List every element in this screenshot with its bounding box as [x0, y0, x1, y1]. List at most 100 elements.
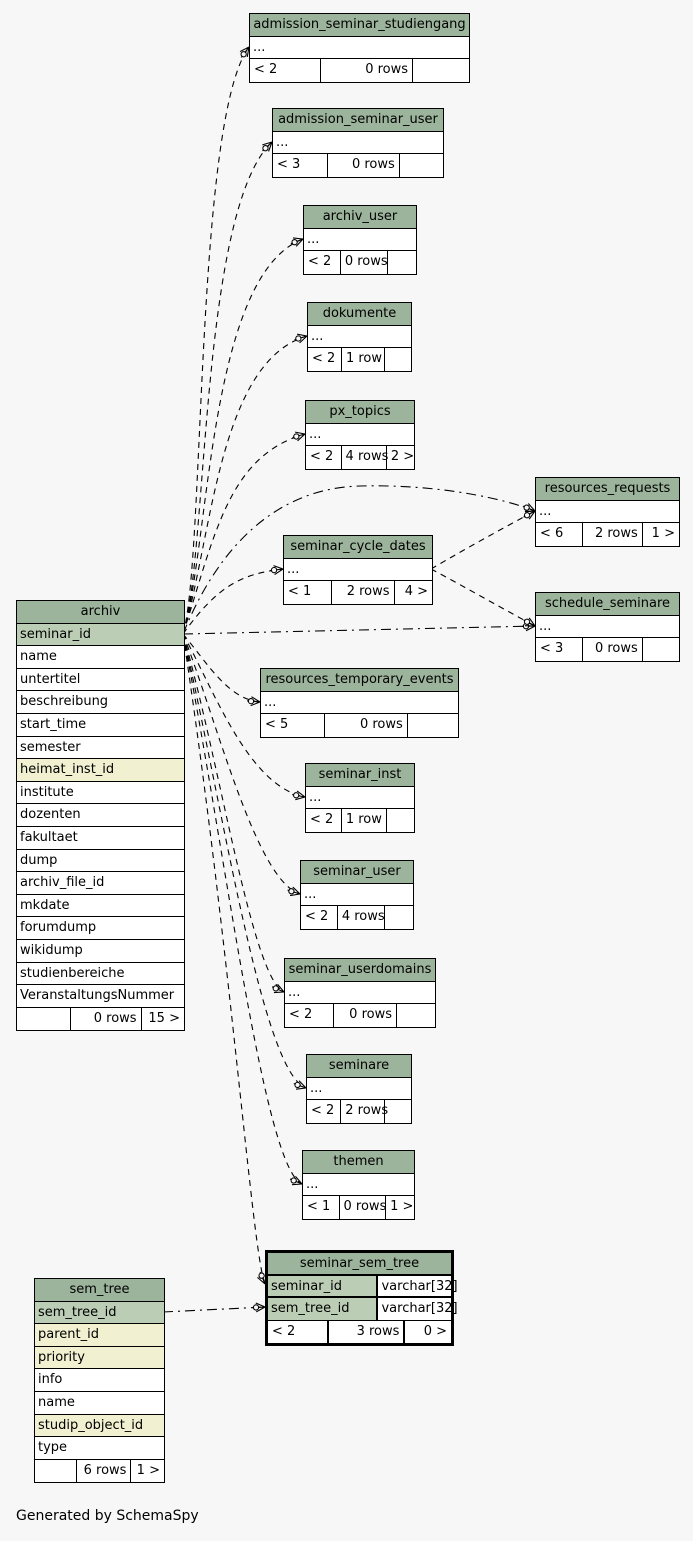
- column-name: ...: [307, 231, 320, 247]
- column-name: start_time: [20, 716, 87, 732]
- column-row: beschreibung: [17, 691, 184, 714]
- relationship-edge: [182, 633, 267, 1285]
- generator-caption: Generated by SchemaSpy: [16, 1508, 199, 1524]
- table-title[interactable]: seminare: [307, 1055, 411, 1078]
- table-title[interactable]: resources_requests: [536, 478, 679, 501]
- rows-count: 0 rows: [339, 251, 388, 274]
- column-row: ...: [273, 132, 443, 155]
- relationship-edge: [182, 141, 273, 635]
- column-name: studip_object_id: [35, 1414, 164, 1437]
- children-degree: [641, 638, 679, 661]
- table-title[interactable]: px_topics: [306, 401, 414, 424]
- table-title[interactable]: seminar_userdomains: [285, 959, 435, 982]
- parents-degree: < 3: [540, 641, 564, 657]
- parents-degree: < 2: [310, 449, 334, 465]
- column-row: institute: [17, 782, 184, 805]
- table-title[interactable]: seminar_user: [301, 861, 413, 884]
- table-title[interactable]: dokumente: [308, 303, 411, 326]
- table-title[interactable]: resources_temporary_events: [261, 669, 458, 692]
- column-name: forumdump: [20, 920, 97, 936]
- table-title[interactable]: admission_seminar_user: [273, 109, 443, 132]
- table-title[interactable]: sem_tree: [35, 1279, 164, 1302]
- column-name: seminar_id: [268, 1275, 377, 1297]
- rows-count: 0 rows: [70, 1007, 140, 1031]
- rows-count: 2 rows: [581, 523, 642, 546]
- column-row: ...: [307, 1078, 411, 1101]
- column-name: sem_tree_id: [35, 1301, 164, 1324]
- column-type: varchar[32]: [376, 1275, 460, 1297]
- column-row: ...: [304, 229, 416, 252]
- column-row: ...: [306, 424, 414, 447]
- column-type: varchar[32]: [376, 1298, 460, 1320]
- rows-count: 3 rows: [326, 1320, 404, 1344]
- table-schedule_seminare[interactable]: schedule_seminare... < 3 0 rows: [535, 592, 680, 662]
- rows-count: 4 rows: [336, 906, 385, 929]
- column-name: dump: [20, 852, 58, 868]
- column-row: ...: [306, 787, 414, 810]
- table-title[interactable]: archiv: [17, 601, 184, 624]
- column-row: forumdump: [17, 917, 184, 940]
- table-title[interactable]: seminar_cycle_dates: [284, 536, 432, 559]
- column-row: heimat_inst_id: [17, 759, 184, 782]
- column-row: info: [35, 1369, 164, 1392]
- children-degree: 1 >: [641, 523, 679, 546]
- column-name: ...: [253, 39, 266, 55]
- column-name: ...: [539, 618, 552, 634]
- children-degree: [383, 906, 413, 929]
- rows-count: 1 row: [340, 348, 384, 371]
- relationship-edge: [182, 565, 284, 635]
- table-title[interactable]: seminar_inst: [306, 764, 414, 787]
- children-degree: [406, 714, 458, 737]
- column-name: archiv_file_id: [20, 875, 105, 891]
- column-name: ...: [309, 789, 322, 805]
- parents-degree: < 6: [540, 526, 564, 542]
- column-row: untertitel: [17, 669, 184, 692]
- rows-count: 1 row: [340, 809, 386, 832]
- table-title[interactable]: archiv_user: [304, 206, 416, 229]
- rows-count: 0 rows: [320, 59, 412, 82]
- column-row: parent_id: [35, 1324, 164, 1347]
- parents-degree: < 2: [305, 909, 329, 925]
- rows-count: 0 rows: [581, 638, 642, 661]
- table-title[interactable]: admission_seminar_studiengang: [250, 14, 469, 37]
- column-name: ...: [264, 694, 277, 710]
- table-title[interactable]: themen: [303, 1151, 414, 1174]
- table-title[interactable]: seminar_sem_tree: [268, 1253, 451, 1276]
- column-name: ...: [288, 984, 301, 1000]
- children-degree: 1 >: [130, 1459, 164, 1483]
- rows-count: 0 rows: [333, 1004, 396, 1027]
- column-name: dozenten: [20, 807, 81, 823]
- column-row: start_time: [17, 714, 184, 737]
- column-name: institute: [20, 784, 74, 800]
- column-row: ...: [284, 559, 432, 582]
- column-name: mkdate: [20, 897, 70, 913]
- column-name: studienbereiche: [20, 965, 125, 981]
- column-row: ...: [261, 692, 458, 715]
- column-row: ...: [536, 501, 679, 524]
- column-row: seminar_id: [17, 623, 184, 647]
- children-degree: 1 >: [385, 1196, 414, 1219]
- table-title[interactable]: schedule_seminare: [536, 593, 679, 616]
